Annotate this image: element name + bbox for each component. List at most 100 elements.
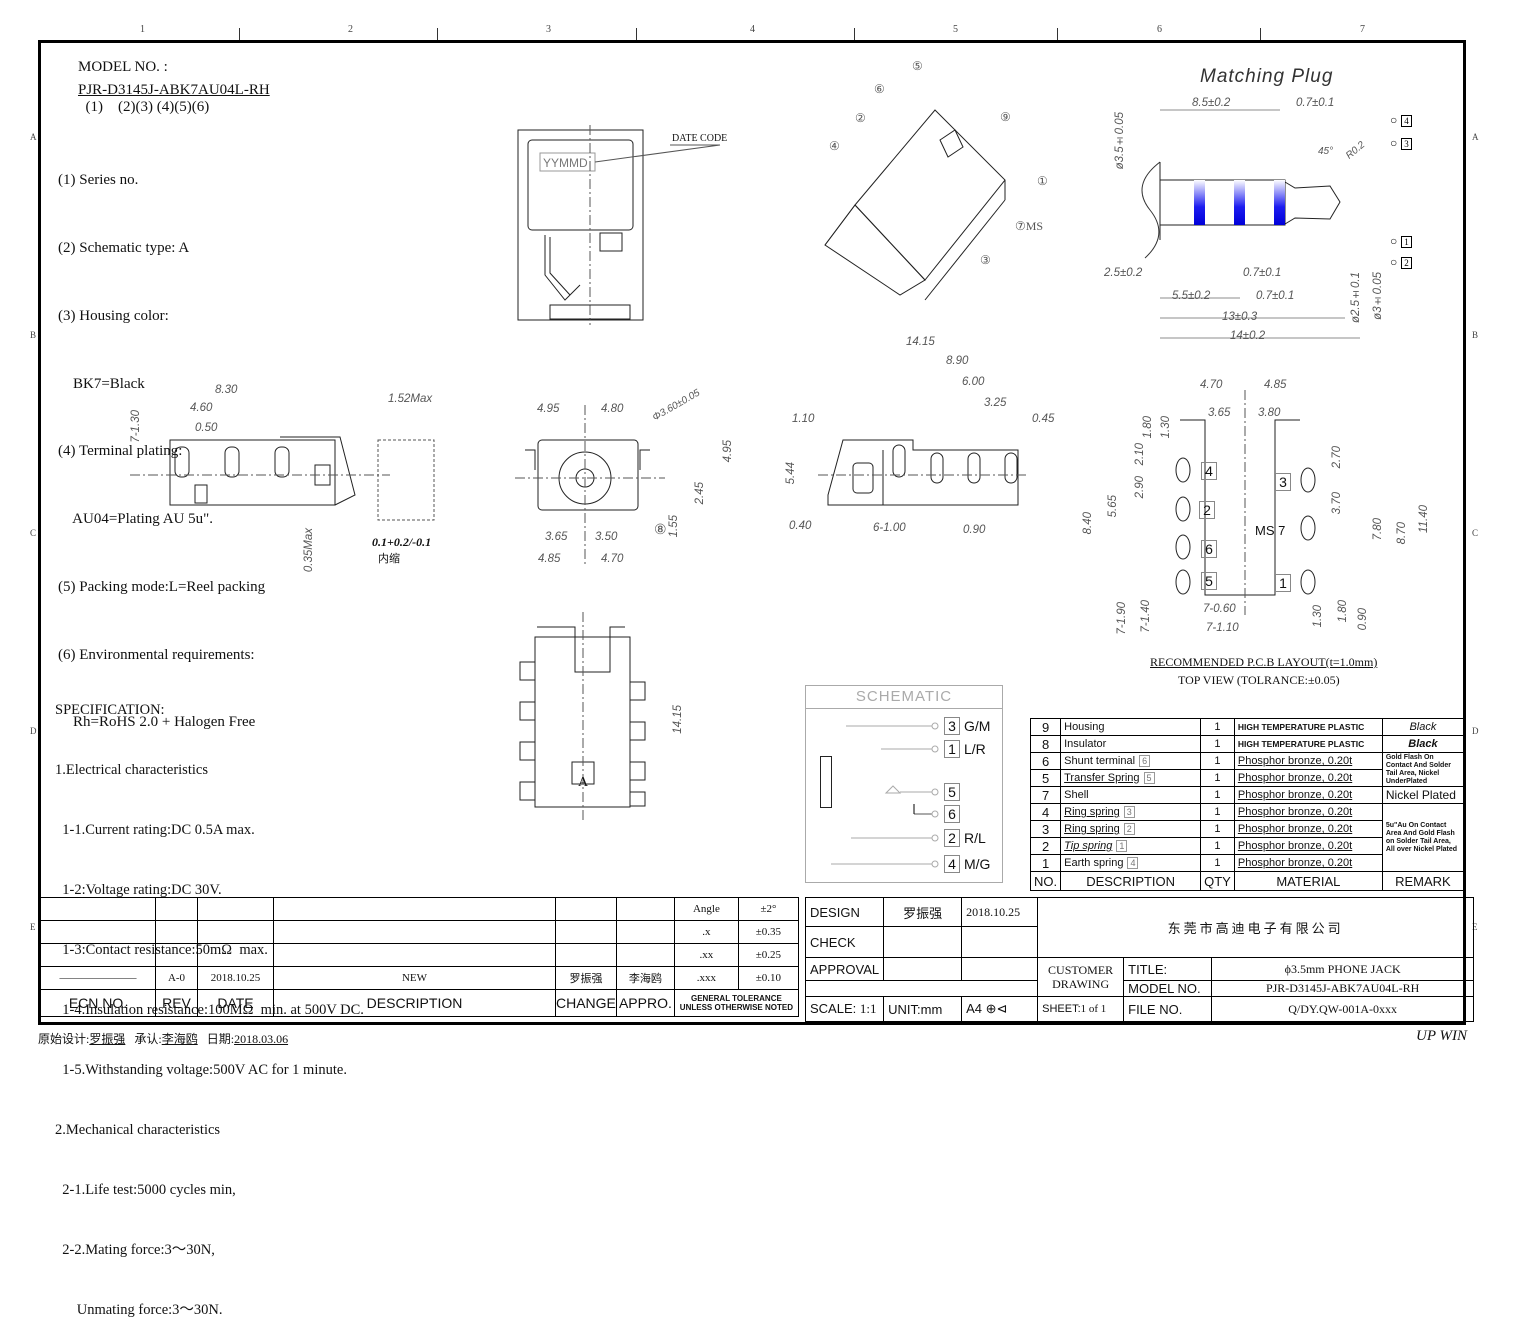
callout-7ms: ⑦MS bbox=[1015, 219, 1044, 233]
plug-dim: 13±0.3 bbox=[1222, 311, 1258, 323]
front-dim: 4.85 bbox=[538, 553, 561, 565]
callout-3: ③ bbox=[980, 253, 991, 267]
model-legend-item: AU04=Plating AU 5u". bbox=[58, 511, 214, 528]
callout-2: ② bbox=[855, 111, 866, 125]
title-block: DESIGN 罗振强 2018.10.25 东莞市高迪电子有限公司 CHECK … bbox=[804, 897, 1475, 1022]
bottom-view-outline bbox=[519, 612, 646, 822]
callout-4: ④ bbox=[829, 139, 840, 153]
right-dim: 0.45 bbox=[1032, 413, 1055, 425]
front-dim: 4.70 bbox=[601, 553, 624, 565]
spec-line: Unmating force:3～30N. bbox=[55, 1302, 223, 1318]
right-dim: 5.44 bbox=[785, 462, 797, 485]
zone-col: 5 bbox=[953, 24, 958, 35]
model-legend-item: (2) Schematic type: A bbox=[58, 239, 190, 256]
plug-pin-3: ○3 bbox=[1390, 136, 1412, 151]
right-dim: 1.10 bbox=[792, 413, 815, 425]
pcb-dim: 3.70 bbox=[1331, 492, 1343, 515]
right-dim: 14.15 bbox=[906, 336, 935, 348]
schematic-jack-body bbox=[820, 756, 832, 808]
isometric-outline bbox=[824, 109, 1006, 301]
zone-col: 7 bbox=[1360, 24, 1365, 35]
plug-outline bbox=[1141, 109, 1360, 339]
pcb-dim: 1.30 bbox=[1160, 416, 1172, 439]
model-legend-item: (4) Terminal plating: bbox=[58, 443, 183, 460]
date-code-label: DATE CODE bbox=[672, 133, 728, 144]
pcb-pin: 2 bbox=[1199, 501, 1219, 519]
pcb-dim: 8.70 bbox=[1396, 522, 1408, 545]
plug-pin-1: ○1 bbox=[1390, 234, 1412, 249]
pcb-dim: 7-1.10 bbox=[1206, 622, 1239, 634]
zone-row: B bbox=[1472, 330, 1479, 340]
pcb-dim: 4.85 bbox=[1264, 379, 1287, 391]
front-dim: 4.95 bbox=[722, 440, 734, 463]
model-legend-item: BK7=Black bbox=[58, 375, 145, 392]
front-dim: 2.45 bbox=[694, 482, 706, 505]
left-dim: 4.60 bbox=[190, 402, 213, 414]
file-number: Q/DY.QW-001A-0xxx bbox=[1211, 996, 1475, 1022]
plug-dim: 8.5±0.2 bbox=[1192, 97, 1231, 109]
schematic-pin-6: 6 bbox=[944, 805, 964, 823]
drawing-title: ϕ3.5mm PHONE JACK bbox=[1211, 957, 1475, 981]
zone-row: E bbox=[1472, 922, 1478, 932]
company-name: 东莞市高迪电子有限公司 bbox=[1037, 897, 1475, 958]
front-dim: 4.95 bbox=[537, 403, 560, 415]
zone-row: C bbox=[1472, 528, 1479, 538]
spec-title: SPECIFICATION: bbox=[55, 702, 165, 718]
model-label: MODEL NO. : bbox=[78, 59, 168, 75]
matching-plug-title: Matching Plug bbox=[1200, 66, 1334, 87]
zone-row: A bbox=[1472, 132, 1479, 142]
left-dim: 8.30 bbox=[215, 384, 238, 396]
pcb-dim: 4.70 bbox=[1200, 379, 1223, 391]
left-dim: 7-1.30 bbox=[130, 410, 142, 443]
pcb-dim: 0.90 bbox=[1357, 608, 1369, 631]
model-segments: (1) (2)(3) (4)(5)(6) bbox=[78, 99, 210, 115]
top-view-outline bbox=[517, 125, 644, 325]
pcb-dim: 2.70 bbox=[1331, 446, 1343, 469]
bottom-view-mark: A bbox=[578, 775, 589, 790]
pcb-dim: 7-0.60 bbox=[1203, 603, 1236, 615]
plug-dim: 0.7±0.1 bbox=[1296, 97, 1335, 109]
plug-dim: 45° bbox=[1318, 146, 1334, 157]
plug-dim: 0.7±0.1 bbox=[1243, 267, 1282, 279]
left-dim: 0.35Max bbox=[303, 528, 315, 573]
zone-row: A bbox=[30, 132, 37, 142]
zone-row: C bbox=[30, 528, 37, 538]
pcb-dim: 1.30 bbox=[1312, 605, 1324, 628]
model-number: PJR-D3145J-ABK7AU04L-RH bbox=[78, 82, 270, 98]
plug-dim: ø3±0.05 bbox=[1372, 272, 1384, 320]
model-number-block: MODEL NO. : PJR-D3145J-ABK7AU04L-RH (1) … bbox=[78, 56, 270, 119]
left-dim-shrink: 0.1+0.2/-0.1 bbox=[372, 535, 432, 549]
model-legend-item: (6) Environmental requirements: bbox=[58, 646, 255, 663]
plug-pin-4: ○4 bbox=[1390, 113, 1412, 128]
spec-line: 1-1.Current rating:DC 0.5A max. bbox=[55, 822, 255, 838]
callout-6: ⑥ bbox=[874, 82, 885, 96]
pcb-pin: MS 7 bbox=[1255, 523, 1286, 538]
plug-dim: ø2.5±0.1 bbox=[1350, 272, 1362, 323]
front-view-outline bbox=[515, 405, 665, 565]
plug-dim: 5.5±0.2 bbox=[1172, 290, 1211, 302]
model-legend-item: Rh=RoHS 2.0 + Halogen Free bbox=[58, 714, 256, 731]
projection-symbol-icon: ⊕⊲ bbox=[985, 1001, 1008, 1016]
left-dim-shrink-label: 内缩 bbox=[378, 553, 400, 565]
right-dim: 0.90 bbox=[963, 524, 986, 536]
date-code-value: YYMMD bbox=[543, 156, 588, 170]
front-dim: 1.55 bbox=[668, 515, 680, 538]
front-dim: 3.65 bbox=[545, 531, 568, 543]
front-dim: 4.80 bbox=[601, 403, 624, 415]
callout-9: ⑨ bbox=[1000, 110, 1011, 124]
spec-line: 2-1.Life test:5000 cycles min, bbox=[55, 1182, 236, 1198]
